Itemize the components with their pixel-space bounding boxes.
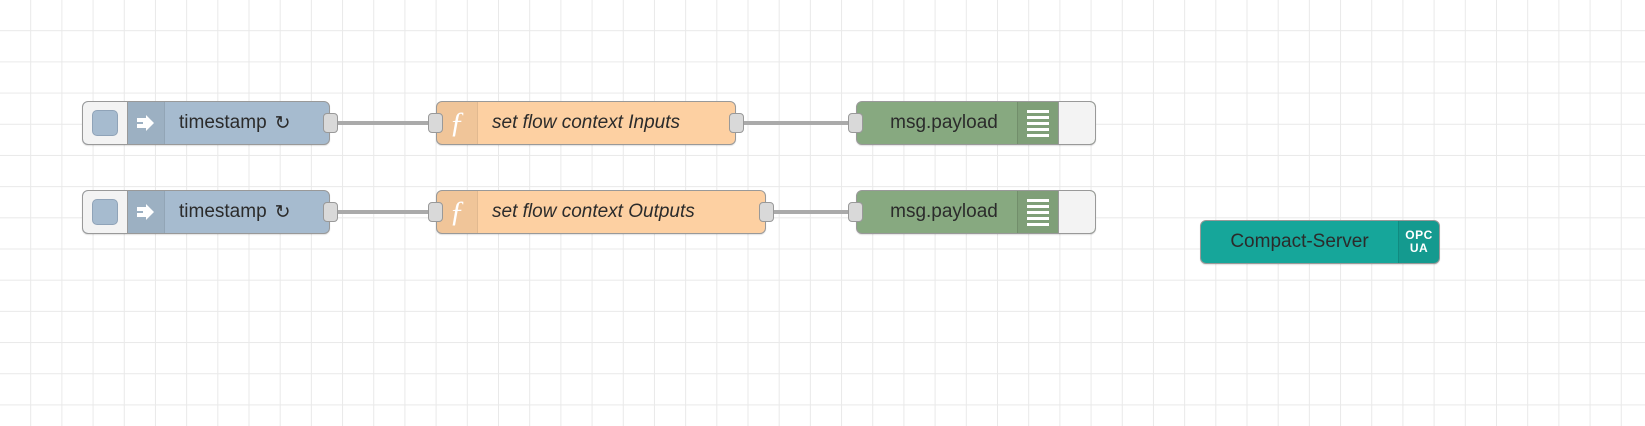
function-f-icon: ƒ [437,102,478,144]
arrow-right-icon [128,102,165,144]
function-f-glyph: ƒ [449,106,465,139]
node-inject-2[interactable]: timestamp ↻ [82,190,330,234]
node-function-2-label: set flow context Outputs [492,201,695,222]
inject-2-label-text: timestamp [179,201,267,222]
opc-ua-icon-line1: OPC [1405,228,1433,242]
port-output-inject-1[interactable] [323,113,338,133]
inject-trigger-button-inner [92,199,118,225]
wire-function2-debug2 [765,210,855,214]
port-input-function-1[interactable] [428,113,443,133]
node-opcua-server[interactable]: Compact-Server OPC UA [1200,220,1440,264]
node-function-1[interactable]: ƒ set flow context Inputs [436,101,736,145]
wire-function1-debug1 [735,121,855,125]
port-input-debug-2[interactable] [848,202,863,222]
function-f-glyph: ƒ [449,195,465,228]
debug-lines-icon [1017,191,1058,233]
node-function-1-label: set flow context Inputs [492,112,680,133]
node-debug-2-label: msg.payload [890,201,998,222]
node-opcua-server-label: Compact-Server [1230,231,1369,252]
port-input-function-2[interactable] [428,202,443,222]
node-function-2[interactable]: ƒ set flow context Outputs [436,190,766,234]
debug-lines-icon [1017,102,1058,144]
node-inject-2-label: timestamp ↻ [165,191,329,233]
arrow-right-icon [128,191,165,233]
node-debug-1[interactable]: msg.payload [856,101,1096,145]
inject-trigger-button-2[interactable] [83,191,128,233]
inject-trigger-button-1[interactable] [83,102,128,144]
port-input-debug-1[interactable] [848,113,863,133]
node-inject-1[interactable]: timestamp ↻ [82,101,330,145]
port-output-inject-2[interactable] [323,202,338,222]
wire-inject1-function1 [330,121,435,125]
node-inject-1-label: timestamp ↻ [165,102,329,144]
node-debug-1-label: msg.payload [890,112,998,133]
repeat-icon: ↻ [274,112,291,134]
port-output-function-1[interactable] [729,113,744,133]
port-output-function-2[interactable] [759,202,774,222]
inject-trigger-button-inner [92,110,118,136]
opc-ua-icon: OPC UA [1398,221,1439,263]
function-f-icon: ƒ [437,191,478,233]
inject-1-label-text: timestamp [179,112,267,133]
repeat-icon: ↻ [274,201,291,223]
node-debug-2[interactable]: msg.payload [856,190,1096,234]
wire-inject2-function2 [330,210,435,214]
debug-toggle-button-2[interactable] [1058,191,1095,233]
opc-ua-icon-line2: UA [1409,241,1429,255]
debug-toggle-button-1[interactable] [1058,102,1095,144]
